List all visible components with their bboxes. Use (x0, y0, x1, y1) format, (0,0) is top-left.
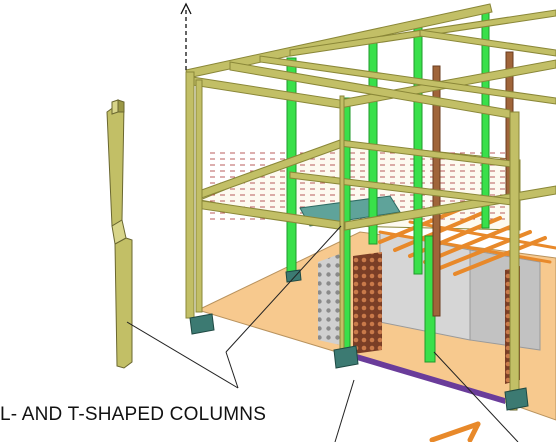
dashed-arrow-up-icon (180, 2, 192, 70)
timber-piece (429, 421, 481, 442)
green-column (368, 33, 378, 245)
beam-frame (185, 3, 556, 403)
l-shaped-column-detail (106, 99, 133, 369)
brick-infill-wall (353, 252, 382, 354)
footing (333, 345, 359, 369)
floor-edge-purple (350, 352, 505, 404)
green-column (286, 57, 297, 279)
footing (285, 269, 302, 283)
block-infill-wall (318, 252, 345, 346)
footing (189, 313, 215, 335)
figure-caption: L- AND T-SHAPED COLUMNS (0, 404, 267, 425)
leader-lines (126, 225, 519, 442)
column-footings (189, 269, 529, 411)
footing (504, 387, 529, 411)
